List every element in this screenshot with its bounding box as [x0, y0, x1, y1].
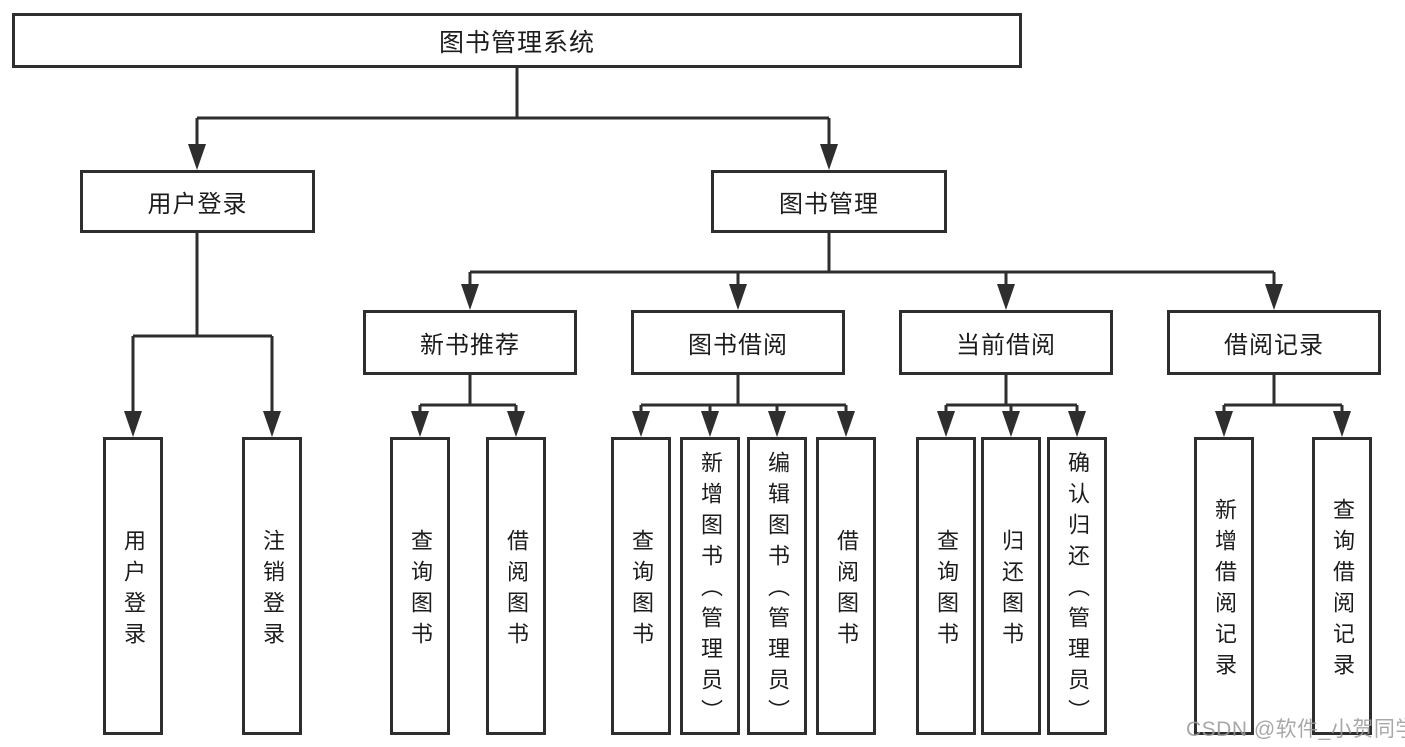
leaf-label: 新增图书（管理员） — [698, 451, 723, 730]
leaf-add-borrow-record: 新增借阅记录 — [1194, 437, 1254, 735]
leaf-label: 用户登录 — [121, 528, 146, 653]
leaf-query-borrow-record: 查询借阅记录 — [1312, 437, 1372, 735]
leaf-label: 查询图书 — [629, 528, 654, 653]
arrowhead-icons — [124, 144, 1351, 437]
leaf-borrow-books: 借阅图书 — [486, 437, 546, 735]
csdn-watermark: CSDN @软件_小贺同学 — [1186, 718, 1405, 741]
leaf-add-books-admin: 新增图书（管理员） — [680, 437, 740, 735]
leaf-label: 借阅图书 — [504, 528, 529, 653]
node-library-management-system: 图书管理系统 — [12, 13, 1022, 68]
leaf-label: 查询图书 — [408, 528, 433, 653]
node-book-borrowing: 图书借阅 — [631, 310, 845, 375]
leaf-query-books: 查询图书 — [916, 437, 976, 735]
leaf-label: 编辑图书（管理员） — [765, 451, 790, 730]
node-borrowing-records: 借阅记录 — [1167, 310, 1381, 375]
leaf-label: 归还图书 — [999, 528, 1024, 653]
leaf-return-books: 归还图书 — [981, 437, 1041, 735]
leaf-label: 新增借阅记录 — [1212, 497, 1237, 684]
leaf-label: 确认归还（管理员） — [1065, 451, 1090, 730]
leaf-logout: 注销登录 — [242, 437, 302, 735]
leaf-query-books: 查询图书 — [390, 437, 450, 735]
node-book-management: 图书管理 — [711, 170, 947, 233]
node-new-book-recommendation: 新书推荐 — [363, 310, 577, 375]
node-current-borrowing: 当前借阅 — [899, 310, 1113, 375]
leaf-borrow-books: 借阅图书 — [816, 437, 876, 735]
leaf-label: 注销登录 — [260, 528, 285, 653]
leaf-label: 查询借阅记录 — [1330, 497, 1355, 684]
leaf-edit-books-admin: 编辑图书（管理员） — [747, 437, 807, 735]
leaf-query-books: 查询图书 — [611, 437, 671, 735]
leaf-label: 借阅图书 — [834, 528, 859, 653]
leaf-confirm-return-admin: 确认归还（管理员） — [1047, 437, 1107, 735]
leaf-label: 查询图书 — [934, 528, 959, 653]
leaf-user-login: 用户登录 — [103, 437, 163, 735]
node-user-login: 用户登录 — [80, 170, 315, 233]
